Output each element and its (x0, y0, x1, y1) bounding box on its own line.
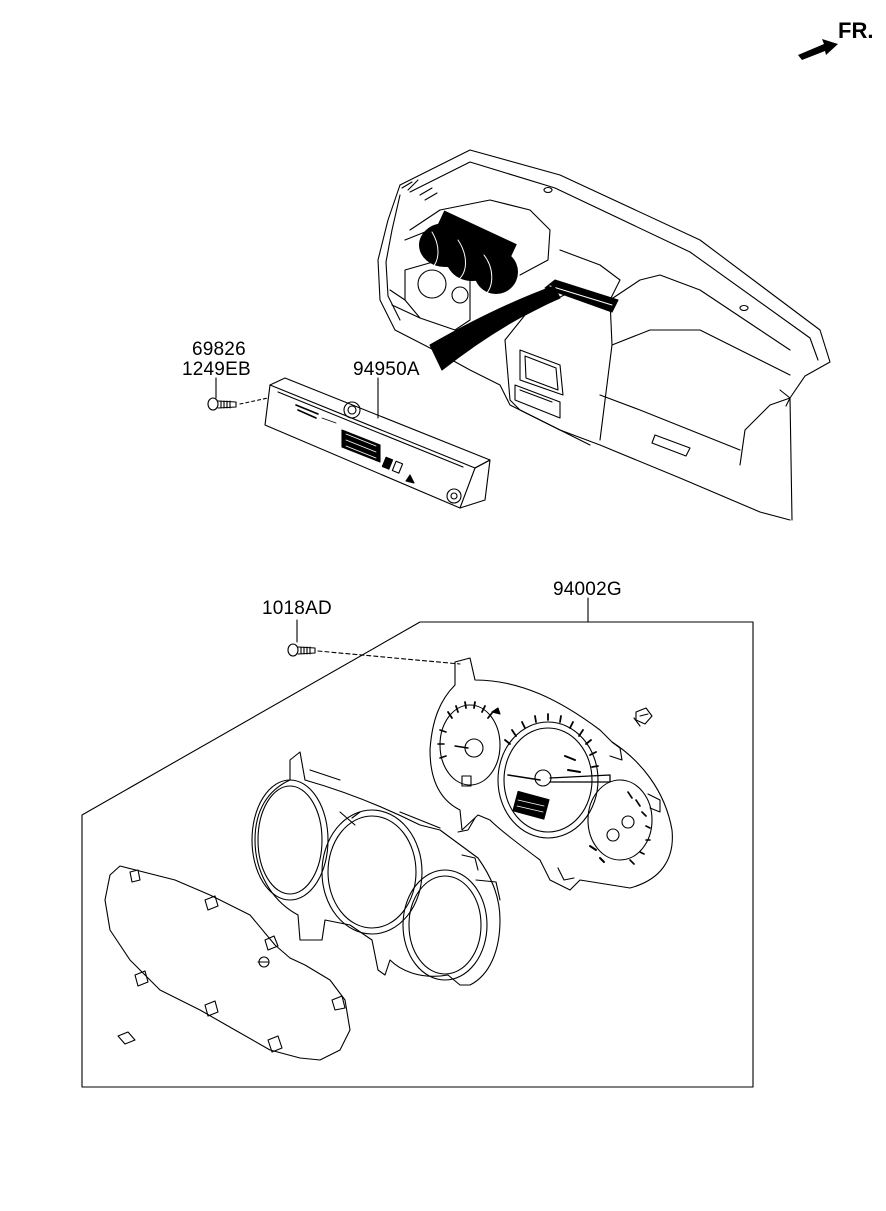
display-module-94950a (264, 377, 491, 509)
arrow-forward-icon (798, 39, 838, 60)
cluster-lens (104, 865, 351, 1061)
assembly-box (81, 597, 754, 1088)
screw-69826 (207, 377, 269, 411)
dashboard-illustration (377, 149, 831, 521)
front-direction-label: FR. (838, 18, 874, 43)
part-label-69826: 69826 (192, 339, 246, 360)
part-label-94950a: 94950A (353, 359, 420, 380)
screw-1018ad (287, 619, 461, 665)
part-label-94002g: 94002G (553, 579, 622, 600)
cluster-housing (251, 751, 501, 986)
gauge-faceplate (429, 657, 673, 891)
part-label-1018ad: 1018AD (262, 598, 332, 619)
part-label-1249eb: 1249EB (182, 359, 251, 380)
